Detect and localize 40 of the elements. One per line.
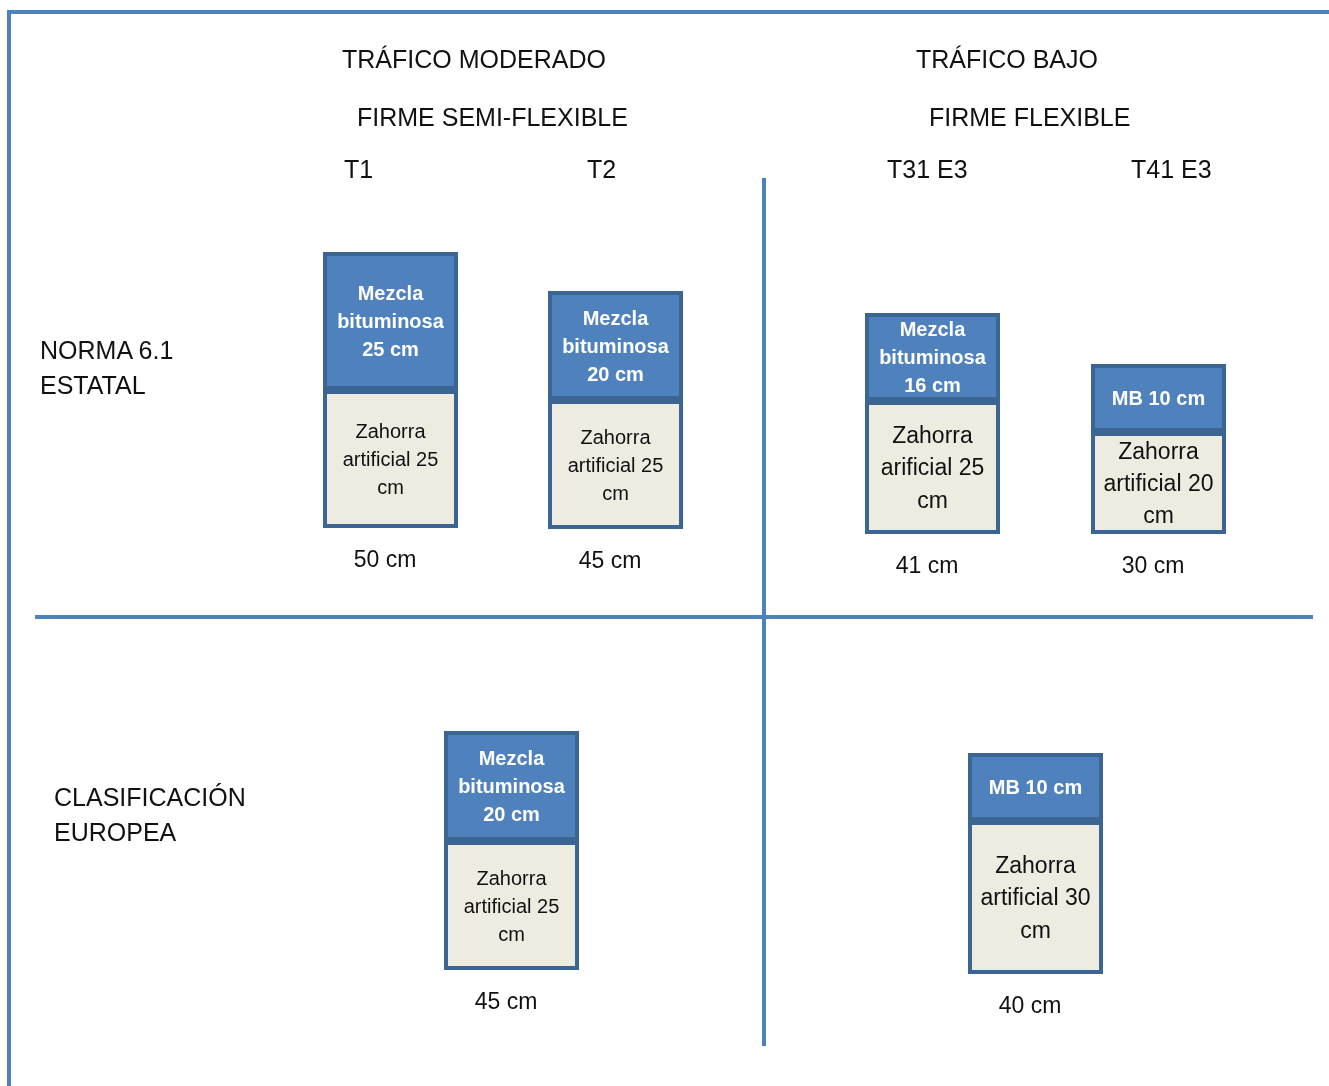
layer-label: Zahorra artificial 25 cm [341, 419, 440, 500]
header-label: TRÁFICO MODERADO [342, 44, 606, 75]
header-label: FIRME SEMI-FLEXIBLE [357, 102, 628, 133]
header-label: T2 [587, 154, 617, 185]
asphalt-layer-box [968, 753, 1103, 821]
layer-label: Zahorra artificial 25 cm [462, 865, 561, 947]
gravel-layer-box [865, 401, 1000, 534]
asphalt-layer-box [865, 313, 1000, 401]
header-label: T1 [344, 154, 374, 185]
gravel-layer-box [1091, 432, 1226, 534]
asphalt-layer-box [323, 252, 458, 390]
gravel-layer-box [444, 841, 579, 970]
asphalt-layer-box [1091, 364, 1226, 432]
layer-label: Zahorra artificial 30 cm [979, 851, 1092, 945]
layer-label: Mezcla bituminosa 25 cm [336, 281, 445, 362]
gravel-layer-box [968, 821, 1103, 974]
header-label: T41 E3 [1131, 154, 1212, 185]
asphalt-layer-box [548, 291, 683, 400]
header-label: T31 E3 [887, 154, 968, 185]
header-label: TRÁFICO BAJO [916, 44, 1098, 75]
gravel-layer-box [323, 390, 458, 528]
layer-label: MB 10 cm [1111, 386, 1206, 411]
asphalt-layer-box [444, 731, 579, 841]
header-label: FIRME FLEXIBLE [929, 102, 1131, 133]
layer-label: Mezcla bituminosa 16 cm [878, 317, 987, 398]
layer-label: Zahorra arificial 25 cm [879, 421, 986, 515]
layer-label: MB 10 cm [988, 775, 1083, 800]
total-thickness: 41 cm [894, 552, 960, 579]
header-label: NORMA 6.1 ESTATAL [40, 335, 175, 401]
total-thickness: 30 cm [1120, 552, 1186, 579]
layer-label: Zahorra artificial 20 cm [1102, 436, 1215, 531]
total-thickness: 45 cm [473, 988, 539, 1015]
total-thickness: 40 cm [997, 992, 1063, 1019]
layer-label: Mezcla bituminosa 20 cm [561, 305, 670, 387]
layer-label: Zahorra artificial 25 cm [566, 424, 665, 506]
gravel-layer-box [548, 400, 683, 529]
layer-label: Mezcla bituminosa 20 cm [457, 746, 566, 827]
total-thickness: 45 cm [577, 547, 643, 574]
header-label: CLASIFICACIÓN EUROPEA [54, 782, 247, 848]
total-thickness: 50 cm [352, 546, 418, 573]
